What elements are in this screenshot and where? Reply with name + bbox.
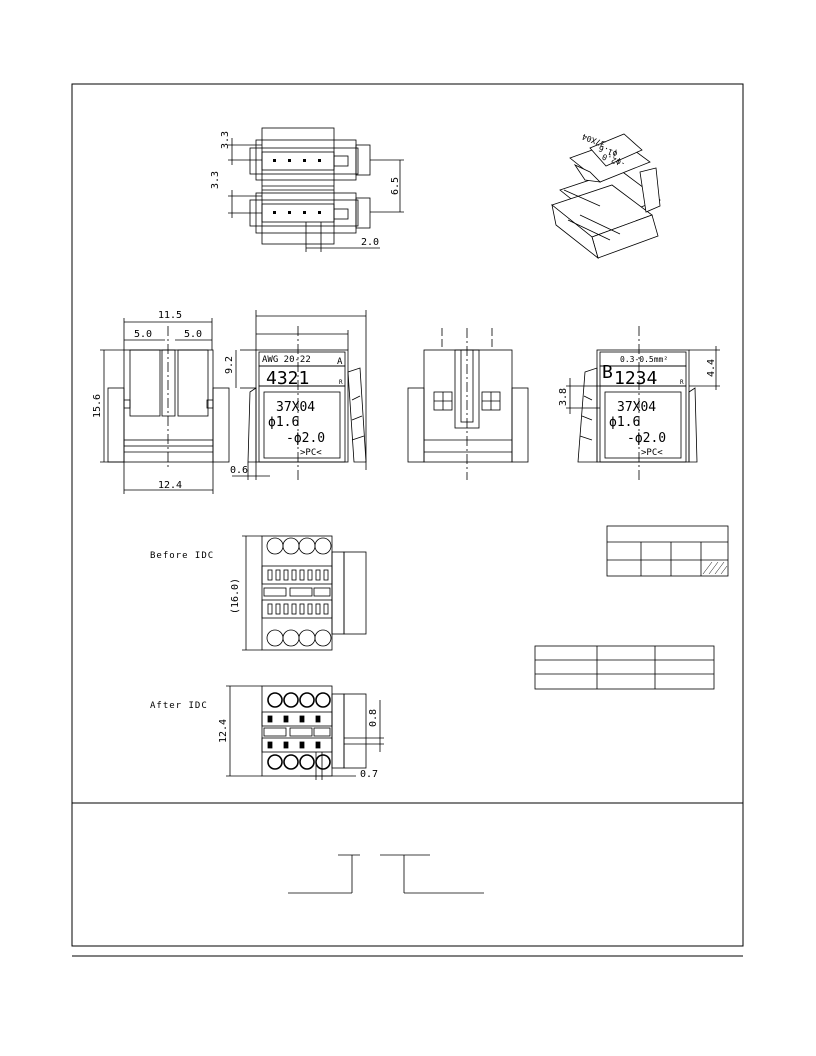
mark-a-sub: R [339, 379, 343, 386]
isometric-view [551, 133, 661, 260]
mark-b-phi2: -ϕ2.0 [627, 431, 666, 446]
mark-a-material: >PC< [300, 448, 322, 458]
dim-side-left-half: 5.0 [134, 329, 152, 340]
mark-a-phi2: -ϕ2.0 [286, 431, 325, 446]
dim-a-label-height: 9.2 [224, 356, 235, 374]
after-idc-view [226, 685, 384, 780]
rear-view [407, 328, 529, 480]
mark-a-number: 4321 [266, 368, 309, 389]
mark-b-material: >PC< [641, 448, 663, 458]
dim-after-idc-height: 12.4 [218, 719, 229, 743]
before-idc-view [242, 535, 367, 651]
front-view-b [566, 326, 720, 480]
side-view [100, 318, 230, 494]
dim-b-label-height: 4.4 [706, 359, 717, 377]
dim-side-base-width: 12.4 [158, 480, 182, 491]
spec-table-1 [606, 525, 729, 577]
mark-b-range: 0.3-0.5mm² [620, 355, 668, 364]
dim-top-height: 6.5 [390, 177, 401, 195]
mark-a-code: 37X04 [276, 400, 315, 415]
mark-a-awg: AWG 20-22 [262, 355, 311, 365]
mark-b-sub: R [680, 379, 684, 386]
after-idc-label: After IDC [150, 701, 208, 711]
dim-a-clearance: 0.6 [230, 465, 248, 476]
mark-b-code: 37X04 [617, 400, 656, 415]
spec-table-2 [534, 645, 715, 690]
mark-b-phi1: ϕ1.6 [609, 415, 640, 430]
part-number-callout [288, 854, 484, 894]
mark-b-letter: B [602, 362, 613, 383]
dim-side-right-half: 5.0 [184, 329, 202, 340]
front-view-a [232, 310, 367, 480]
dim-lower-pitch: 3.3 [210, 171, 221, 189]
dim-side-width: 11.5 [158, 310, 182, 321]
mark-a-phi1: ϕ1.6 [268, 415, 299, 430]
dim-b-window-height: 3.8 [558, 388, 569, 406]
dim-after-idc-pitch: 0.7 [360, 769, 378, 780]
dim-side-height: 15.6 [92, 394, 103, 418]
mark-a-letter: A [337, 357, 343, 367]
before-idc-label: Before IDC [150, 551, 214, 561]
sheet-border [71, 83, 744, 947]
top-view [228, 127, 404, 252]
dim-before-idc-height: (16.0) [230, 578, 241, 614]
mark-b-number: 1234 [614, 368, 657, 389]
dim-after-idc-gap: 0.8 [368, 709, 379, 727]
dim-upper-pitch: 3.3 [220, 131, 231, 149]
dim-top-offset: 2.0 [361, 237, 379, 248]
